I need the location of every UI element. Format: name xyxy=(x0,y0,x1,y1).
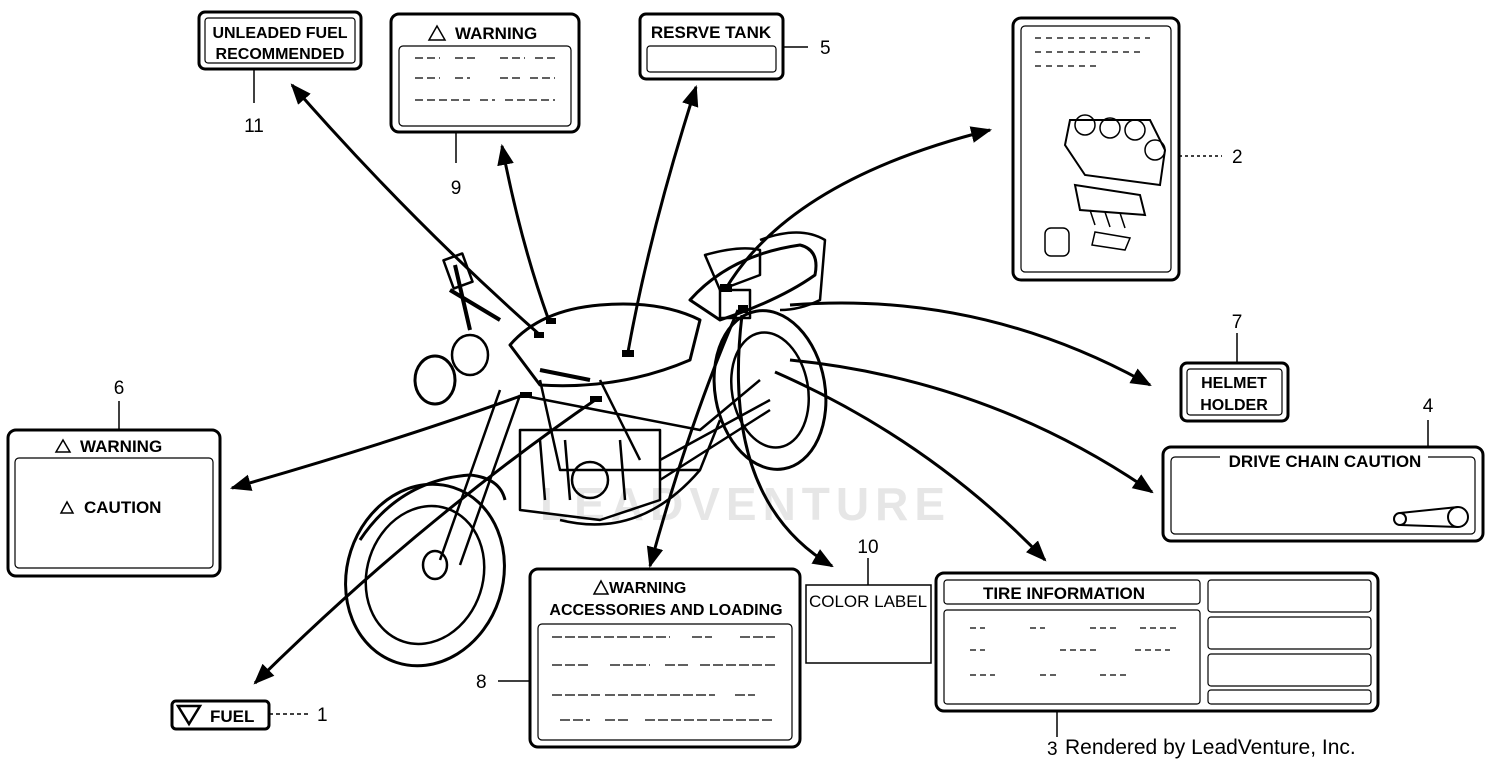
label-3-tire-information xyxy=(934,571,1380,713)
label-5-text: RESRVE TANK xyxy=(651,23,772,42)
caution-triangle-icon xyxy=(59,500,75,514)
callout-number-8: 8 xyxy=(476,672,487,693)
arrow-to-7 xyxy=(789,301,1152,387)
chain-sprocket-icon xyxy=(1393,506,1469,528)
label-8-accessories-loading: WARNING ACCESSORIES AND LOADING xyxy=(528,567,802,749)
label-7-text-line2: HOLDER xyxy=(1200,397,1268,414)
arrow-to-6 xyxy=(229,392,527,491)
warning-triangle-icon xyxy=(427,24,447,41)
fuel-triangle-icon xyxy=(175,704,203,727)
label-8-text-accessories: ACCESSORIES AND LOADING xyxy=(549,602,782,619)
label-10-color-label: COLOR LABEL xyxy=(805,584,932,664)
callout-number-2: 2 xyxy=(1232,147,1243,168)
callout-number-11: 11 xyxy=(244,116,264,137)
callout-number-3: 3 xyxy=(1047,739,1058,760)
label-1-fuel: FUEL xyxy=(170,699,271,731)
credit-text: Rendered by LeadVenture, Inc. xyxy=(1065,736,1356,759)
label-6-text-caution: CAUTION xyxy=(84,498,161,517)
label-2-engine-diagram xyxy=(1011,16,1181,282)
label-6-text-warning: WARNING xyxy=(80,437,162,456)
arrow-to-8 xyxy=(646,309,740,569)
label-9-warning: WARNING xyxy=(389,12,581,134)
callout-number-1: 1 xyxy=(317,705,328,726)
motorcycle-illustration xyxy=(344,231,828,668)
label-3-text: TIRE INFORMATION xyxy=(983,584,1145,603)
warning-triangle-icon-6 xyxy=(54,438,72,453)
arrow-to-10 xyxy=(736,314,834,568)
label-position-marks xyxy=(520,284,748,402)
callout-number-4: 4 xyxy=(1423,396,1434,417)
arrow-to-3 xyxy=(774,370,1047,562)
warning-triangle-icon-8 xyxy=(592,579,610,595)
label-1-text: FUEL xyxy=(210,707,254,726)
pointer-arrows xyxy=(229,83,1154,685)
label-4-text: DRIVE CHAIN CAUTION xyxy=(1229,452,1422,471)
callout-number-6: 6 xyxy=(114,378,125,399)
arrow-to-1 xyxy=(253,396,599,685)
callout-number-10: 10 xyxy=(857,537,878,558)
callout-number-5: 5 xyxy=(820,38,831,59)
arrow-to-4 xyxy=(789,358,1154,494)
label-7-helmet-holder: HELMET HOLDER xyxy=(1179,361,1290,423)
label-8-text-warning: WARNING xyxy=(609,580,686,597)
arrow-to-9 xyxy=(497,143,550,319)
arrow-to-11 xyxy=(290,83,541,337)
callout-number-7: 7 xyxy=(1232,312,1243,333)
label-10-text: COLOR LABEL xyxy=(809,592,927,611)
arrow-to-5 xyxy=(626,85,699,353)
label-11-text-line1: UNLEADED FUEL xyxy=(212,25,347,42)
arrow-to-2 xyxy=(723,126,993,291)
label-9-text: WARNING xyxy=(455,24,537,43)
label-11-unleaded-fuel: UNLEADED FUEL RECOMMENDED xyxy=(197,10,363,71)
callout-number-9: 9 xyxy=(451,178,462,199)
label-5-reserve-tank: RESRVE TANK xyxy=(638,12,785,81)
label-11-text-line2: RECOMMENDED xyxy=(216,46,345,63)
label-7-text-line1: HELMET xyxy=(1201,375,1267,392)
label-4-drive-chain: DRIVE CHAIN CAUTION xyxy=(1161,445,1485,543)
watermark: LEADVENTURE xyxy=(540,478,951,530)
label-6-warning-caution: WARNING CAUTION xyxy=(6,428,222,578)
